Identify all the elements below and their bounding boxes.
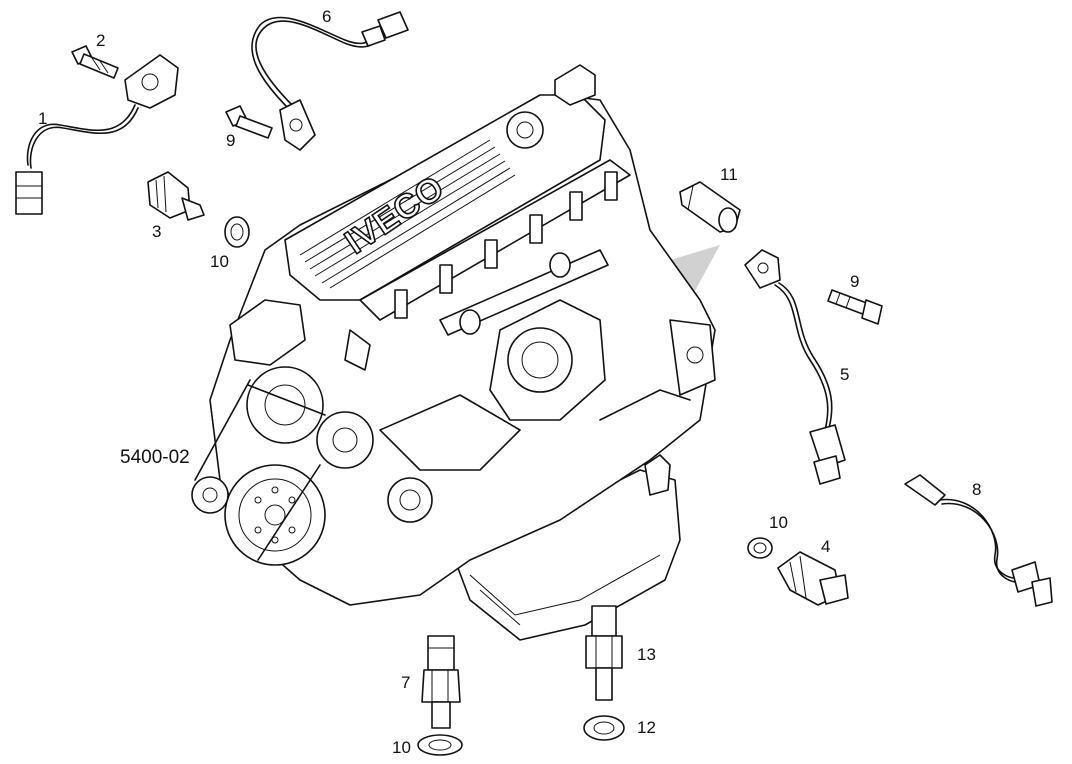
part-7-pressure-sensor[interactable] [421,635,461,729]
part-10-washer-b[interactable] [747,537,773,559]
callout-7: 7 [401,673,410,692]
part-8-sensor-harness[interactable] [904,474,1053,607]
injector-row [394,171,618,319]
callout-4: 4 [821,537,830,556]
callout-2: 2 [96,31,105,50]
part-6-sensor-harness[interactable] [251,11,409,151]
callout-10b: 10 [769,513,788,532]
part-13-sensor[interactable] [585,605,623,701]
part-3-temperature-sensor[interactable] [147,171,205,221]
callout-9b: 9 [850,272,859,291]
callout-13: 13 [637,645,656,664]
part-1-sensor-harness[interactable] [15,54,179,215]
part-9-bolt-b[interactable] [827,289,883,325]
callout-8: 8 [972,480,981,499]
callout-12: 12 [637,718,656,737]
part-10-washer-a[interactable] [224,216,250,248]
callout-10a: 10 [210,252,229,271]
valve-cover-texture [299,139,516,289]
callout-5: 5 [840,365,849,384]
part-11-pressure-switch[interactable] [679,181,741,233]
callout-9a: 9 [226,131,235,150]
water-pump-pulley [246,366,324,444]
reference-code: 5400-02 [120,447,190,468]
part-10-washer-c[interactable] [417,734,463,756]
part-5-sensor-harness[interactable] [744,249,846,485]
callout-6: 6 [322,7,331,26]
idler-pulley [316,411,374,469]
callout-11: 11 [720,165,738,184]
callout-3: 3 [152,222,161,241]
callout-labels: 1 2 3 4 5 6 7 8 9 9 10 10 10 11 12 13 [38,7,981,757]
crankshaft-damper [224,464,326,566]
cam-gear [506,111,544,149]
engine-block [191,64,716,641]
callout-1: 1 [38,109,47,128]
part-9-bolt-a[interactable] [225,105,273,139]
callout-10c: 10 [392,738,411,757]
part-12-washer[interactable] [583,715,625,741]
part-4-sensor[interactable] [777,551,849,606]
part-2-bolt[interactable] [71,45,119,79]
